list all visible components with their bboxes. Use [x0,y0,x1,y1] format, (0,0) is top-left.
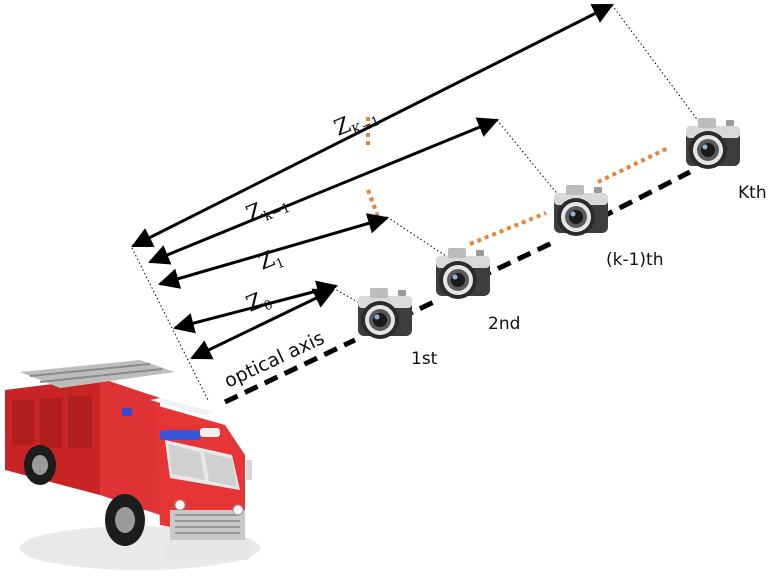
camera-spacing-markers [366,117,669,246]
camera-kth-label: Kth [738,183,767,203]
camera-2nd-label: 2nd [488,314,520,334]
distance-arrows [131,3,614,360]
distance-labels: Z0 Z1 Zk−1 ZK−1 [243,102,382,321]
camera-icon [686,118,740,169]
arrow-z1 [157,213,390,289]
guide-line-origin [131,247,209,401]
guide-line-2nd [386,216,456,263]
arrow-zk1 [148,117,499,265]
guide-line-kth [611,4,706,131]
arrow-z0b [172,280,339,334]
spacing-marker-2nd-k1th [469,211,547,246]
label-zk1: Zk−1 [243,189,293,231]
camera-1st: 1st [358,288,438,369]
spacing-marker-k1th-kth [597,146,669,184]
camera-2nd: 2nd [436,248,520,334]
camera-k1th-label: (k-1)th [606,250,664,270]
camera-kth: Kth [686,118,767,203]
label-z0: Z0 [243,286,275,321]
spacing-marker-mid [366,189,382,223]
label-zK1: ZK−1 [331,102,382,145]
fire-truck-icon [5,360,260,570]
camera-1st-label: 1st [411,349,438,369]
camera-icon [436,248,490,299]
camera-k1th: (k-1)th [554,185,664,270]
camera-icon [554,185,608,236]
camera-icon [358,288,412,339]
arrow-zK1 [131,3,614,248]
